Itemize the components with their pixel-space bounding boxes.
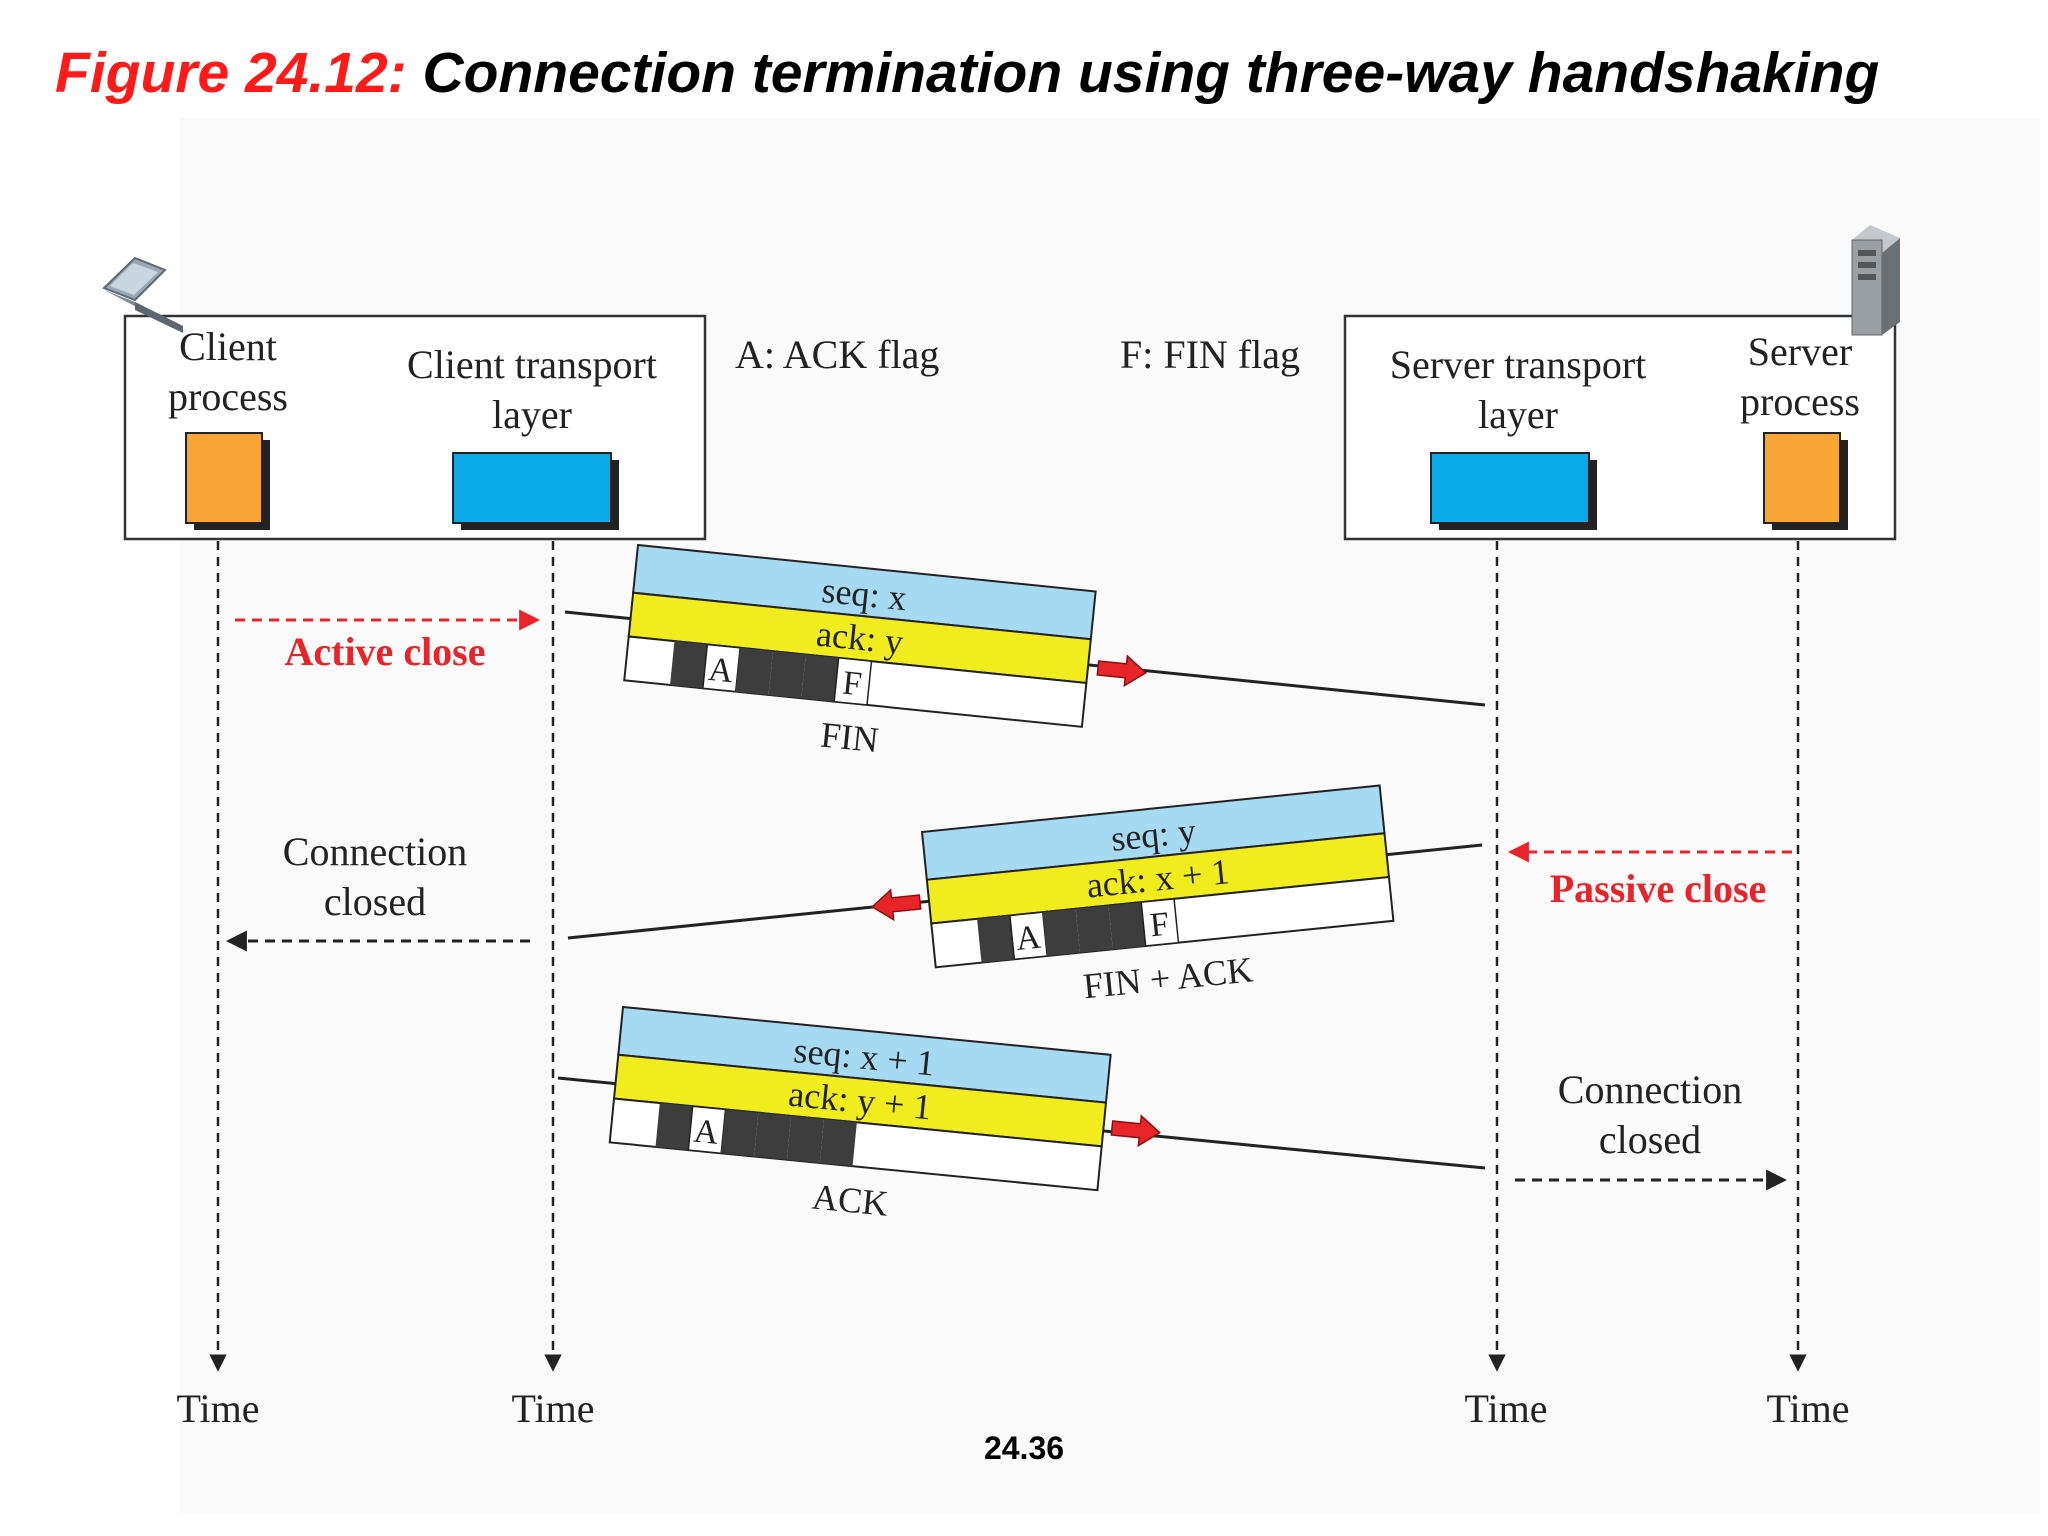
client-transport-label-2: layer xyxy=(492,392,572,437)
ack-flag-a: A xyxy=(692,1113,720,1152)
client-connection-closed-label-2: closed xyxy=(324,879,426,924)
time-label-client-process: Time xyxy=(176,1386,259,1431)
server-process-label-2: process xyxy=(1740,379,1860,424)
server-transport-block xyxy=(1430,452,1590,524)
client-transport-label-1: Client transport xyxy=(407,342,657,387)
time-label-server-process: Time xyxy=(1766,1386,1849,1431)
fin-ack-label: ack: y xyxy=(814,614,905,663)
time-label-client-transport: Time xyxy=(511,1386,594,1431)
fin-segment-name: FIN xyxy=(819,715,881,761)
figure-title: Figure 24.12: Connection termination usi… xyxy=(55,40,1879,106)
client-transport-block xyxy=(452,452,612,524)
fin-flag-f: F xyxy=(841,664,864,703)
fin-ack-seq-label: seq: y xyxy=(1109,810,1198,858)
passive-close-label: Passive close xyxy=(1550,866,1767,911)
segment-ack: seq: x + 1 ack: y + 1 A ACK xyxy=(608,1005,1112,1224)
client-process-label-1: Client xyxy=(179,324,277,369)
figure-number: Figure 24.12: xyxy=(55,41,407,105)
client-box: Client process Client transport layer xyxy=(123,314,707,541)
ack-direction-arrow-icon xyxy=(1110,1114,1162,1148)
server-transport-label-1: Server transport xyxy=(1390,342,1647,387)
segment-fin: seq: x ack: y A F FIN xyxy=(623,543,1097,761)
legend-fin-flag: F: FIN flag xyxy=(1120,332,1300,377)
fin-ack-direction-arrow-icon xyxy=(871,888,922,922)
server-transport-label-2: layer xyxy=(1478,392,1558,437)
client-process-label-2: process xyxy=(168,374,288,419)
slide-number: 24.36 xyxy=(983,1430,1065,1466)
client-connection-closed-label-1: Connection xyxy=(283,829,467,874)
fin-direction-arrow-icon xyxy=(1096,654,1147,688)
ack-segment-name: ACK xyxy=(810,1176,890,1223)
fin-flag-a: A xyxy=(707,651,736,690)
server-connection-closed-label-1: Connection xyxy=(1558,1067,1742,1112)
figure-caption: Connection termination using three-way h… xyxy=(422,41,1880,105)
legend-ack-flag: A: ACK flag xyxy=(735,332,939,377)
server-process-label-1: Server xyxy=(1748,329,1852,374)
active-close-label: Active close xyxy=(284,629,485,674)
fin-seq-label: seq: x xyxy=(820,570,909,618)
time-label-server-transport: Time xyxy=(1464,1386,1547,1431)
server-box: Server transport layer Server process xyxy=(1343,314,1897,541)
fin-ack-flag-a: A xyxy=(1014,919,1043,958)
segment-fin-ack: seq: y ack: x + 1 A F FIN + ACK xyxy=(920,784,1395,1006)
server-process-block xyxy=(1763,432,1841,524)
laptop-icon xyxy=(102,256,183,333)
server-tower-icon xyxy=(1851,225,1900,336)
client-process-block xyxy=(185,432,263,524)
fin-ack-flag-f: F xyxy=(1148,906,1171,945)
server-connection-closed-label-2: closed xyxy=(1599,1117,1701,1162)
